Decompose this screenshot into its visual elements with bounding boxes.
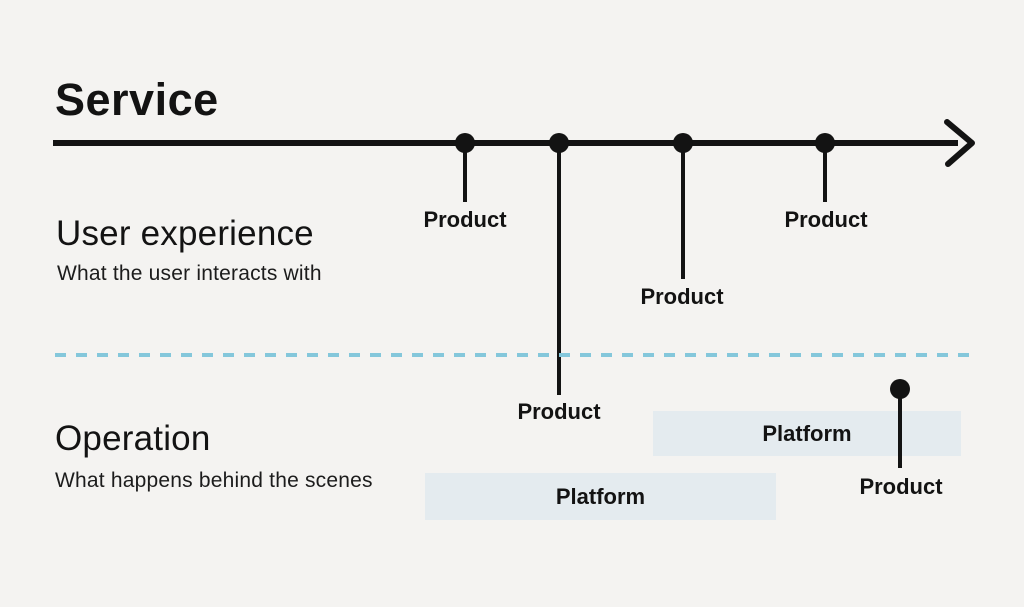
timeline-dot — [549, 133, 569, 153]
product-stem — [823, 143, 827, 202]
product-stem — [463, 143, 467, 202]
lane-heading-user-experience: User experience — [56, 214, 314, 253]
right-arrow-icon — [942, 117, 978, 169]
timeline-dot — [455, 133, 475, 153]
product-stem — [681, 143, 685, 279]
timeline-dot — [815, 133, 835, 153]
product-label: Product — [423, 207, 507, 232]
product-label: Product — [640, 284, 724, 309]
platform-label: Platform — [555, 483, 646, 509]
lane-divider — [55, 353, 970, 357]
product-stem — [898, 390, 902, 468]
timeline-dot — [673, 133, 693, 153]
product-label: Product — [784, 207, 868, 232]
platform-bar: Platform — [653, 411, 961, 456]
product-stem — [557, 143, 561, 395]
timeline-axis — [53, 140, 958, 146]
platform-bar: Platform — [425, 473, 776, 520]
product-label: Product — [859, 474, 943, 499]
product-label: Product — [517, 399, 601, 424]
operation-product-dot — [890, 379, 910, 399]
page-title: Service — [55, 74, 219, 125]
platform-label: Platform — [762, 420, 852, 446]
lane-heading-operation: Operation — [55, 419, 211, 458]
lane-description-user-experience: What the user interacts with — [57, 262, 322, 285]
lane-description-operation: What happens behind the scenes — [55, 469, 373, 492]
